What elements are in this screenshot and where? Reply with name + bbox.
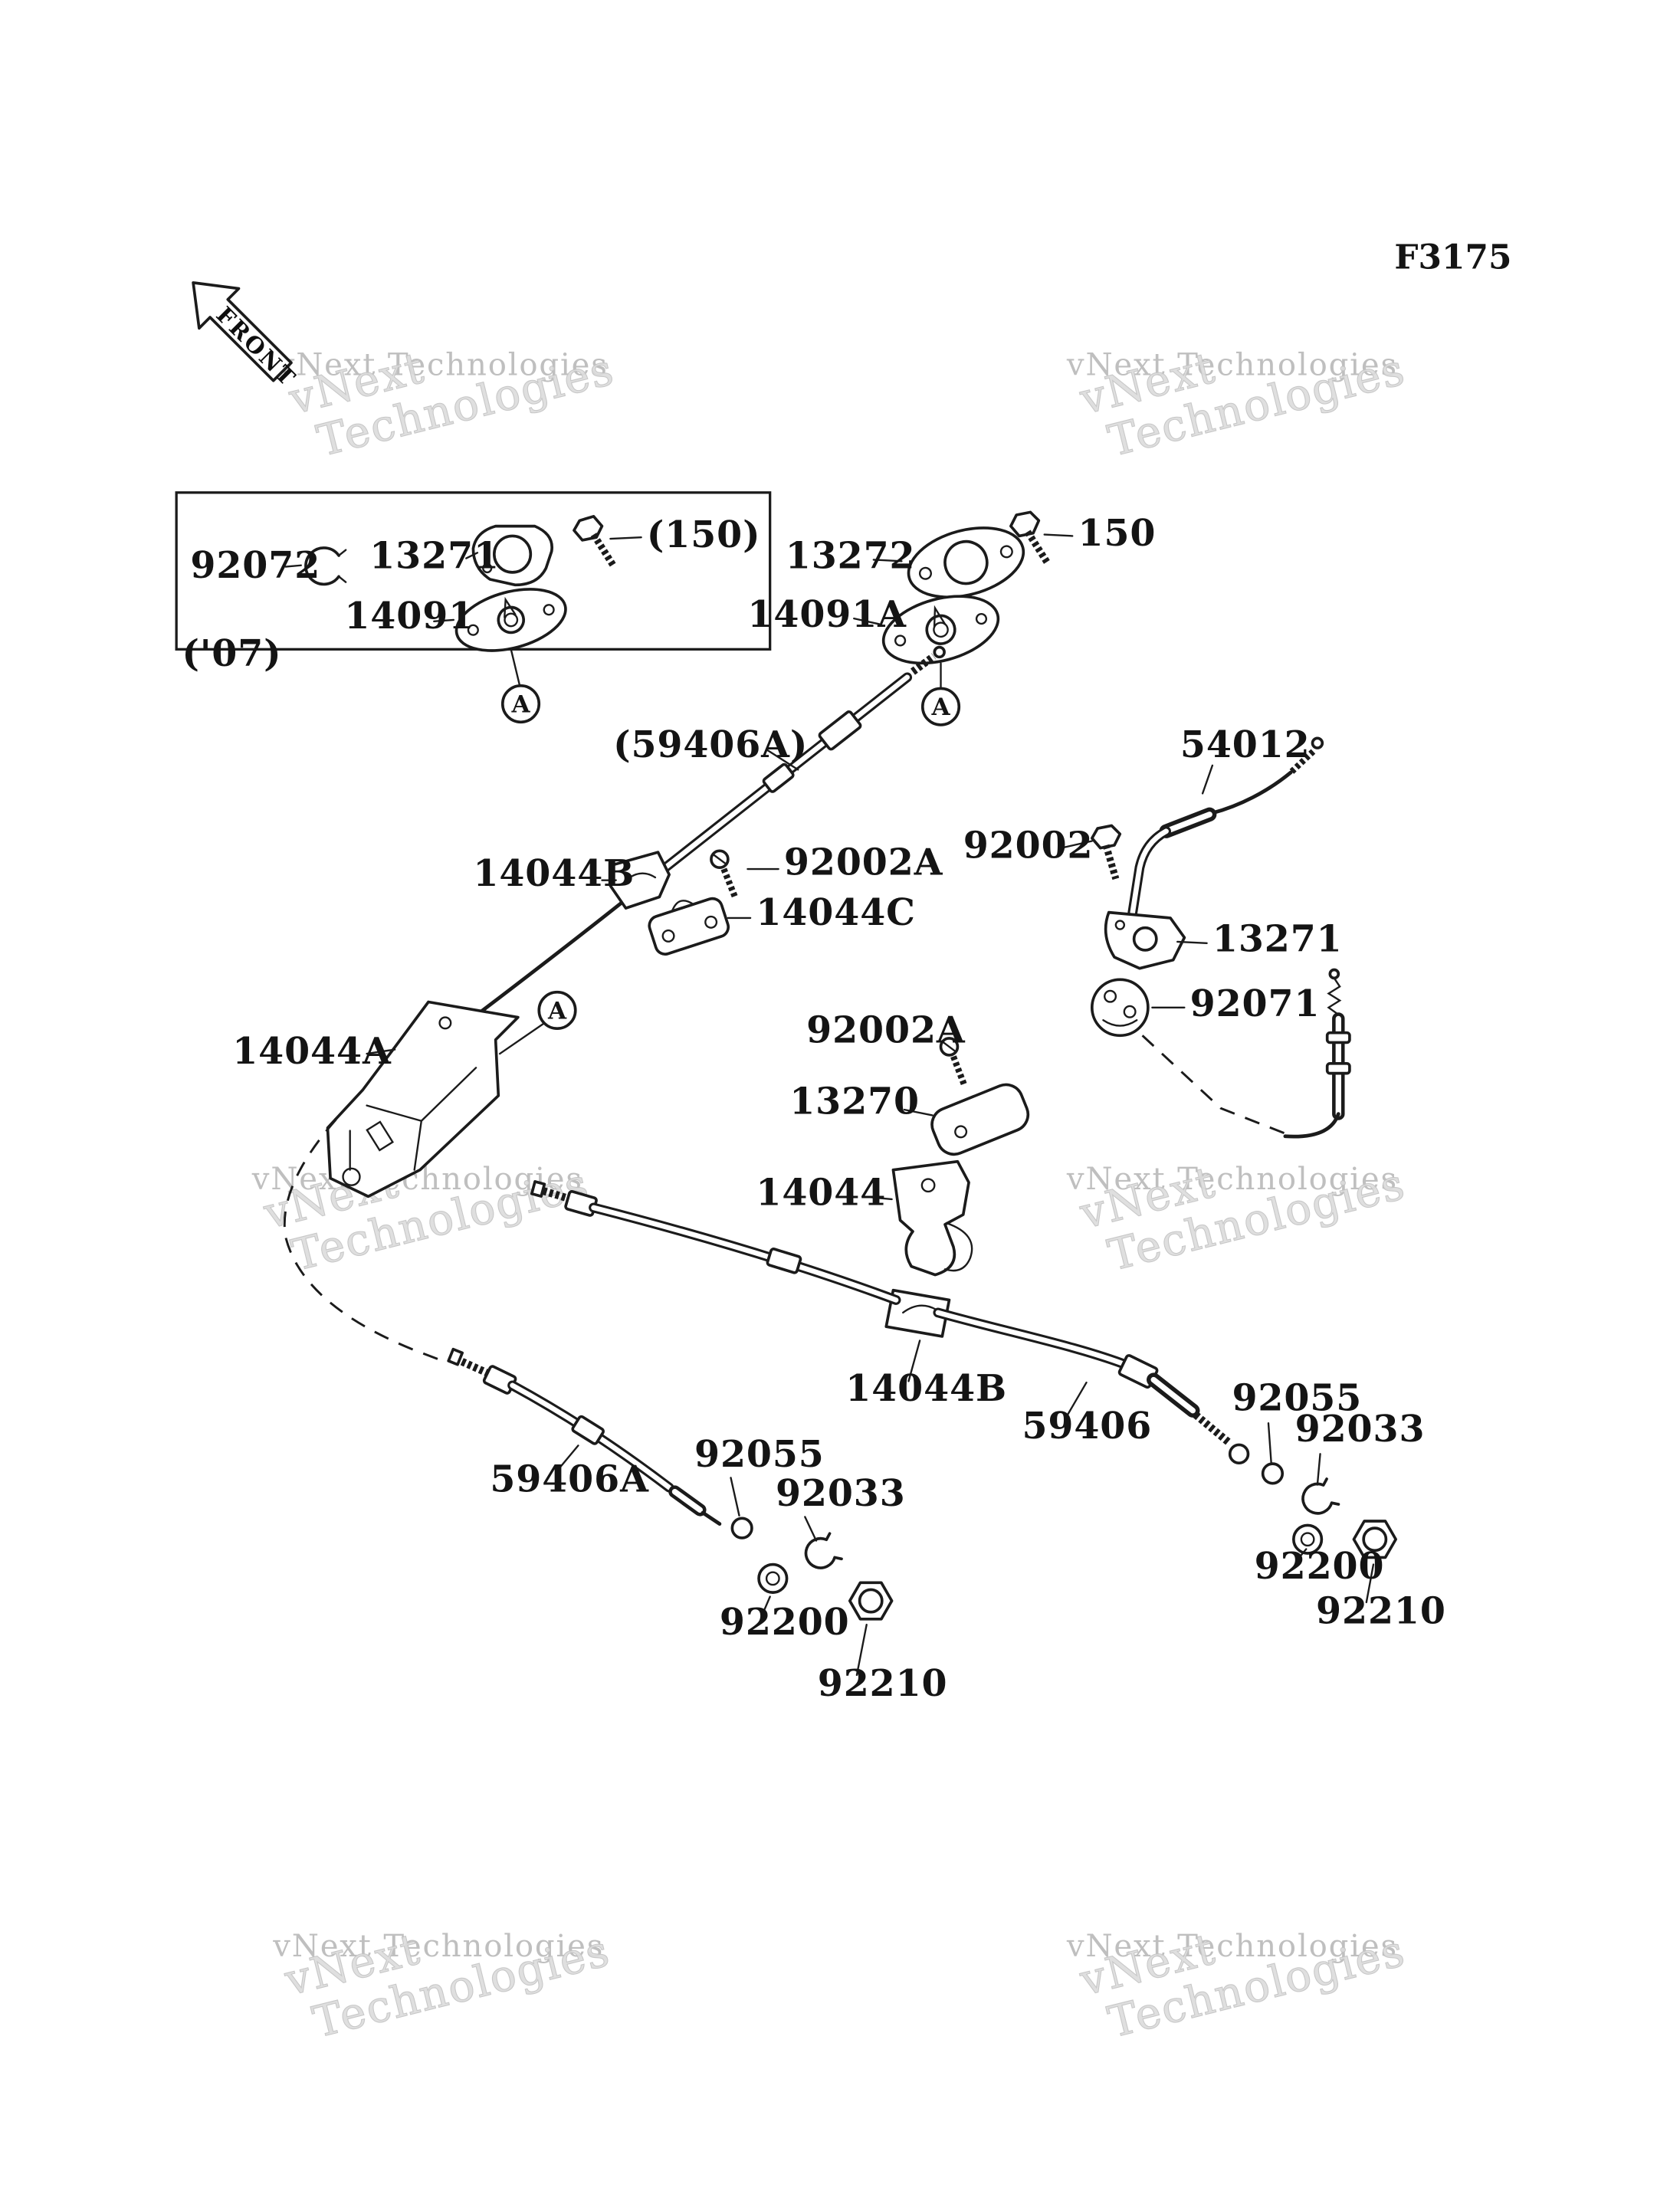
callout-150: 150 [1078, 512, 1157, 555]
view-marker-a-3: A [498, 990, 577, 1055]
watermark-text: vNext Technologies [272, 1929, 604, 1964]
callout-92055-left: 92055 [694, 1433, 825, 1476]
part-14091a-plate [881, 595, 1000, 665]
callout-14044c: 14044C [756, 891, 915, 934]
part-13271-bracket-box [471, 524, 553, 587]
part-14044b-clamp-upper [609, 851, 671, 910]
part-92210-nut-left [848, 1581, 894, 1621]
part-92055-oring-left [730, 1517, 753, 1540]
part-150-bolt-box [573, 515, 616, 568]
callout-13270: 13270 [789, 1080, 920, 1123]
callout-92002: 92002 [963, 824, 1094, 867]
part-92200-washer-left [757, 1562, 789, 1594]
part-13270-plate [930, 1083, 1030, 1156]
year-note: ('07) [182, 632, 281, 675]
callout-13271-right: 13271 [1212, 918, 1343, 961]
part-92072-circlip [304, 546, 347, 586]
callout-92071: 92071 [1190, 982, 1321, 1025]
figure-code: F3175 [1394, 238, 1511, 277]
part-14091-plate [454, 588, 567, 652]
part-92210-nut-right [1352, 1520, 1398, 1559]
callout-14091a: 14091A [747, 593, 907, 636]
part-13271-bracket [1104, 910, 1186, 970]
part-14044c-clamp [648, 897, 730, 956]
watermark-text: vNext Technologies [1066, 1162, 1398, 1197]
callout-14091: 14091 [344, 595, 474, 638]
callout-92200-left: 92200 [720, 1601, 850, 1644]
front-arrow-icon: FRONT [192, 281, 301, 392]
cable-59406a-lower [447, 1347, 722, 1526]
part-92033-clip-right [1301, 1477, 1340, 1515]
callout-59406a: 59406A [490, 1458, 649, 1501]
view-marker-a-2: A [920, 662, 961, 726]
callout-92033-right: 92033 [1295, 1408, 1426, 1451]
part-92071-grommet [1090, 978, 1150, 1038]
callout-92200-right: 92200 [1255, 1545, 1385, 1588]
cable-59406 [530, 1180, 1250, 1465]
callout-92002a-mid: 92002A [806, 1008, 966, 1051]
callout-59406a-paren: (59406A) [613, 723, 808, 766]
watermark-top-right: vNext Technologies vNext Technologies [1066, 342, 1411, 467]
callout-92055-right: 92055 [1232, 1377, 1362, 1420]
part-92002a-screw-upper [710, 849, 738, 899]
view-marker-label: A [510, 690, 530, 718]
inset-box-07 [175, 491, 772, 652]
callout-92210-right: 92210 [1316, 1589, 1446, 1632]
callout-59406: 59406 [1022, 1405, 1152, 1448]
watermark-top-left: vNext Technologies vNext Technologies [277, 342, 620, 467]
callout-14044b-low: 14044B [845, 1367, 1007, 1410]
watermark-text: vNext Technologies [277, 347, 609, 382]
part-14044-bracket [891, 1159, 973, 1277]
part-92200-washer-right [1292, 1523, 1324, 1555]
callout-150-paren: (150) [647, 513, 761, 556]
callout-92002a-top: 92002A [784, 841, 943, 884]
part-14044a-bracket [326, 1000, 520, 1199]
part-14044b-clamp-lower [884, 1288, 951, 1338]
callout-92210-left: 92210 [818, 1662, 948, 1705]
leader-lines [284, 533, 1375, 1677]
cable-54012 [1127, 736, 1324, 918]
view-marker-label: A [547, 997, 567, 1025]
callout-92072: 92072 [190, 544, 320, 587]
watermark-mid-right: vNext Technologies vNext Technologies [1066, 1156, 1411, 1281]
callout-14044a: 14044A [232, 1030, 392, 1073]
callout-14044b-top: 14044B [473, 852, 635, 895]
callout-14044: 14044 [756, 1171, 886, 1214]
watermark-text: vNext Technologies [1066, 1929, 1398, 1964]
part-92055-oring-right [1261, 1462, 1285, 1485]
part-92033-clip-left [804, 1532, 843, 1569]
part-92002-bolt [1090, 824, 1122, 880]
watermark-bottom-left: vNext Technologies vNext Technologies [272, 1923, 615, 2048]
part-150-bolt [1009, 510, 1051, 565]
view-marker-label: A [930, 694, 950, 721]
watermark-text: vNext Technologies [1066, 347, 1398, 382]
callout-13271-box: 13271 [369, 534, 500, 577]
view-marker-a-1: A [500, 648, 541, 724]
watermark-bottom-right: vNext Technologies vNext Technologies [1066, 1923, 1411, 2048]
callout-13272: 13272 [786, 534, 916, 577]
part-92002a-screw-mid [939, 1037, 968, 1087]
callout-54012: 54012 [1180, 723, 1311, 766]
part-13272-gasket [907, 526, 1025, 599]
dashed-routing-left [283, 1118, 449, 1364]
callout-92033-left: 92033 [776, 1472, 906, 1515]
dashed-routing-right [1141, 1035, 1286, 1135]
cable-54012-connector [1283, 968, 1351, 1139]
